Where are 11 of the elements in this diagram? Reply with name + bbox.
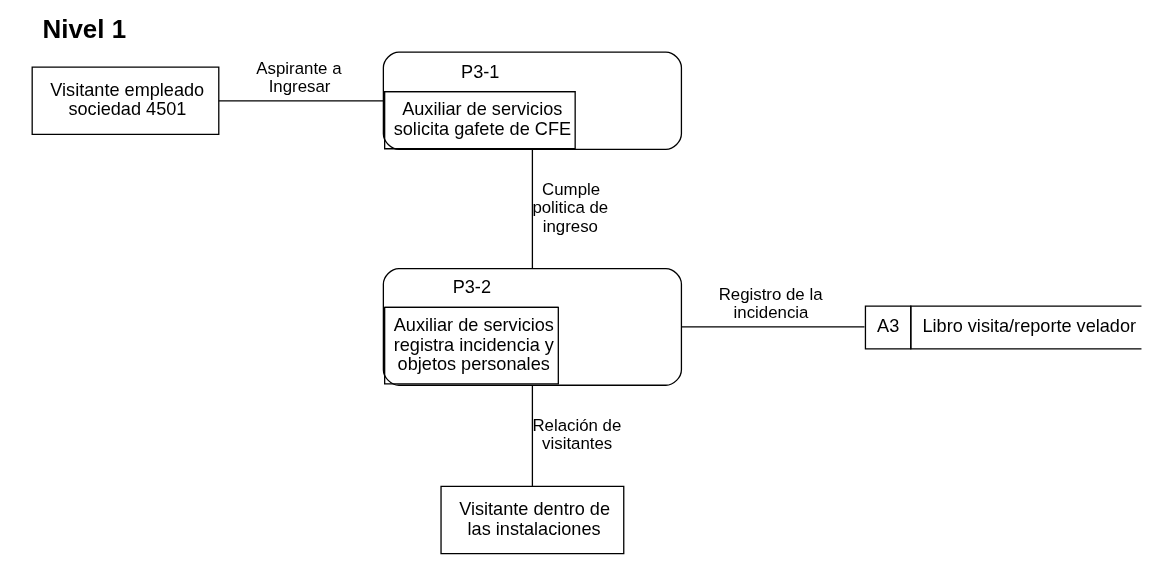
- edge-label: Relación de visitantes: [531, 416, 621, 454]
- edge-label: Aspirante a Ingresar: [255, 59, 342, 97]
- connector: [680, 326, 865, 328]
- edge-label: Cumple politica de ingreso: [531, 180, 608, 236]
- node-box: Visitante dentro de las instalaciones: [439, 485, 624, 555]
- node-box: Visitante empleado sociedad 4501: [31, 66, 219, 136]
- connector: [531, 384, 533, 487]
- connector: [217, 100, 384, 102]
- connector: [531, 148, 533, 269]
- diagram-title: Nivel 1: [42, 14, 126, 43]
- edge-label: Registro de la incidencia: [718, 285, 823, 323]
